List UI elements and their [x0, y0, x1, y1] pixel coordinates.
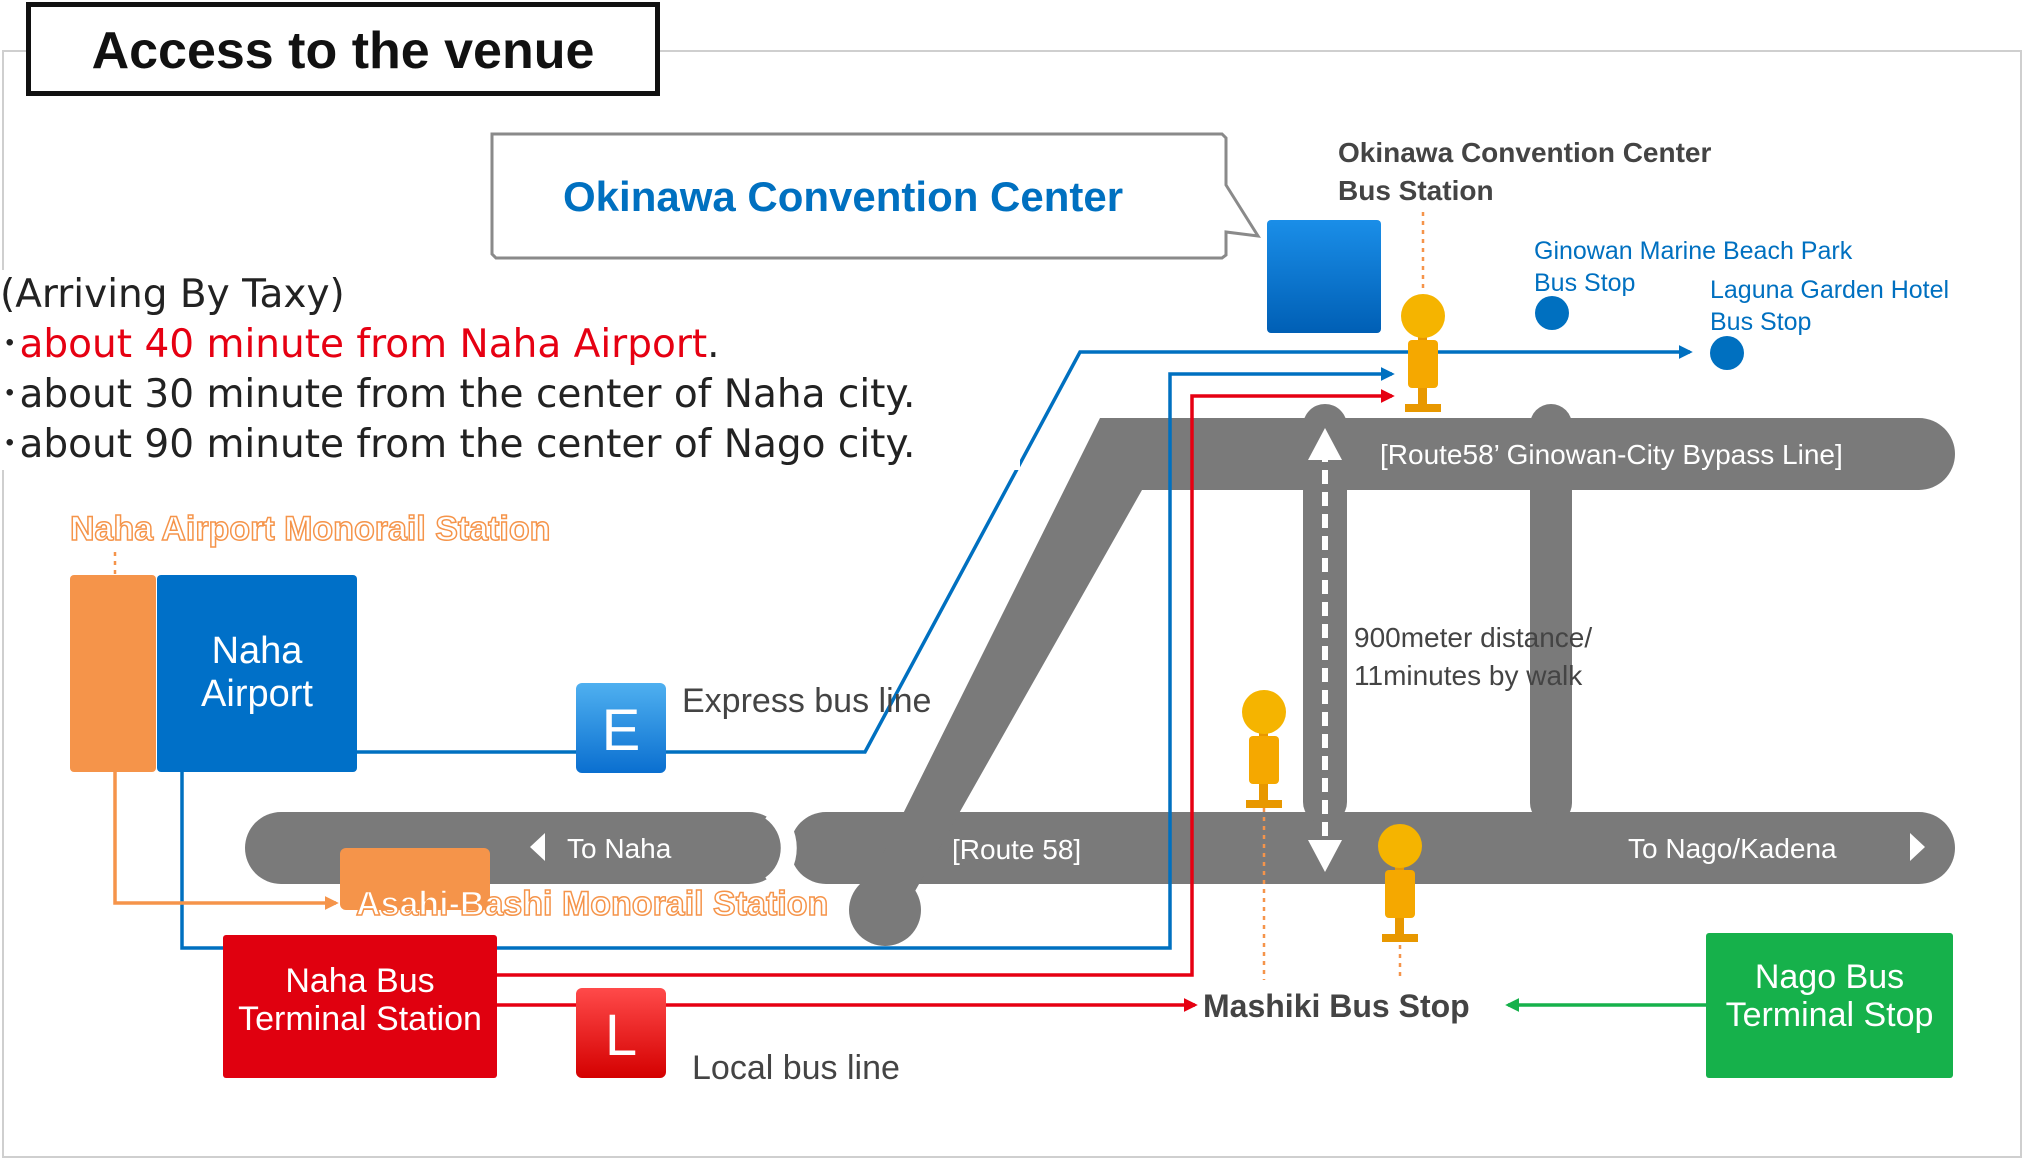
mashiki-bus-stop-sign-icon [1378, 824, 1422, 942]
route58-label: [Route 58] [952, 834, 1082, 865]
venue-name: Okinawa Convention Center [563, 173, 1124, 220]
naha-airport-monorail-label: Naha Airport Monorail Station [69, 510, 551, 548]
walk-arrow-icon [1308, 428, 1342, 872]
laguna-label: Laguna Garden Hotel Bus Stop [1710, 276, 1950, 336]
local-letter: L [604, 1003, 638, 1068]
map-frame [2, 50, 2022, 1158]
title-box: Access to the venue [26, 2, 660, 96]
asahi-bashi-label: Asahi-Bashi Monorail Station [355, 885, 829, 923]
naha-bus-terminal-label: Naha Bus Terminal Station [238, 962, 482, 1039]
naha-airport-box [157, 575, 357, 772]
taxi-heading: (Arriving By Taxy) [0, 272, 345, 317]
bypass-road [849, 404, 1955, 946]
bypass-label: [Route58’ Ginowan-City Bypass Line] [1380, 439, 1843, 470]
page-title: Access to the venue [91, 22, 595, 80]
ginowan-marine-label: Ginowan Marine Beach Park Bus Stop [1534, 237, 1853, 297]
naha-airport-monorail-box [70, 575, 156, 772]
local-line-label: Local bus line [692, 1049, 900, 1087]
to-naha-arrow-icon [530, 833, 545, 861]
taxi-line-2: ･about 30 minute from the center of Naha… [0, 372, 916, 417]
to-nago-arrow-icon [1910, 833, 1925, 861]
walk-distance-label: 900meter distance/ 11minutes by walk [1354, 622, 1593, 691]
route58-bus-stop-sign-icon [1242, 690, 1286, 808]
naha-airport-label: Naha Airport [201, 630, 313, 715]
mashiki-label: Mashiki Bus Stop [1203, 988, 1470, 1024]
to-naha-label: To Naha [567, 833, 672, 864]
taxi-line-3: ･about 90 minute from the center of Nago… [0, 422, 916, 467]
local-line-badge [576, 988, 666, 1078]
occ-bus-stop-sign-icon [1401, 294, 1445, 412]
monorail-route [113, 770, 339, 910]
to-nago-label: To Nago/Kadena [1628, 833, 1837, 864]
roads [245, 404, 1955, 946]
taxi-highlight: about 40 minute from Naha Airport [19, 322, 708, 367]
express-line-badge [576, 683, 666, 773]
nago-bus-terminal-box [1706, 933, 1953, 1078]
express-line-label: Express bus line [682, 682, 932, 720]
venue-callout [490, 132, 1261, 260]
nago-bus-terminal-label: Nago Bus Terminal Stop [1725, 958, 1934, 1035]
ginowan-marine-stop-icon [1535, 296, 1569, 330]
naha-bus-terminal-box [223, 935, 497, 1078]
taxi-info: (Arriving By Taxy) ･about 40 minute from… [0, 270, 1020, 470]
occ-bus-station-label: Okinawa Convention Center Bus Station [1338, 137, 1712, 206]
taxi-line-1: ･about 40 minute from Naha Airport. [0, 322, 720, 367]
venue-building-icon [1267, 220, 1381, 333]
laguna-stop-icon [1710, 336, 1744, 370]
asahi-bashi-box [340, 848, 490, 910]
express-letter: E [601, 698, 641, 763]
